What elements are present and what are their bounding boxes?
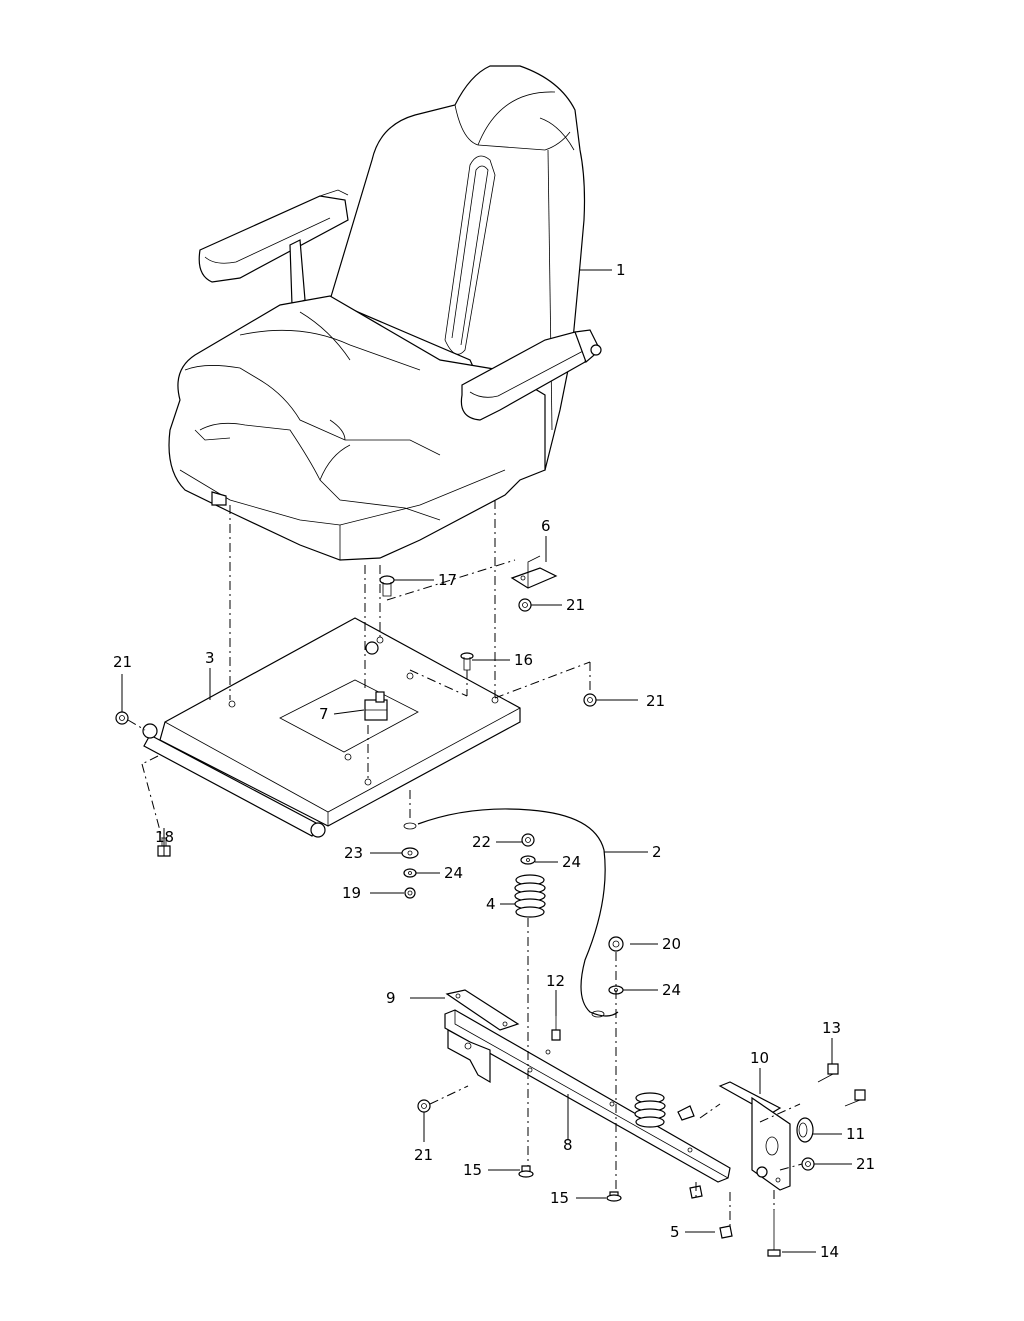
- callout-2: 2: [652, 843, 662, 861]
- callout-17: 17: [438, 571, 457, 589]
- bracket-10: [718, 1081, 791, 1191]
- callout-labels: 1 2 3 4 5 6 7 8 9 10 11 12 13 14 15 15 1…: [113, 261, 875, 1261]
- bracket-6: [510, 555, 558, 589]
- callout-11: 11: [846, 1125, 865, 1143]
- callout-24-right: 24: [662, 981, 681, 999]
- callout-9: 9: [386, 989, 396, 1007]
- callout-24-middle: 24: [562, 853, 581, 871]
- assembly-lines: [127, 500, 803, 1226]
- seat-pan: [142, 617, 521, 838]
- callout-1: 1: [616, 261, 626, 279]
- callout-21-frame: 21: [414, 1146, 433, 1164]
- callout-24-left: 24: [444, 864, 463, 882]
- callout-21-left: 21: [113, 653, 132, 671]
- callout-15-upper: 15: [463, 1161, 482, 1179]
- callout-22: 22: [472, 833, 491, 851]
- callout-21-bracket: 21: [566, 596, 585, 614]
- callout-3: 3: [205, 649, 215, 667]
- callout-15-lower: 15: [550, 1189, 569, 1207]
- callout-6: 6: [541, 517, 551, 535]
- fasteners-small: [115, 575, 624, 995]
- callout-4: 4: [486, 895, 496, 913]
- callout-18: 18: [155, 828, 174, 846]
- seat-assembly: [168, 65, 602, 561]
- seat-switch: [364, 691, 388, 721]
- callout-7: 7: [319, 705, 329, 723]
- bolts: [417, 1016, 866, 1257]
- callout-23: 23: [344, 844, 363, 862]
- callout-12: 12: [546, 972, 565, 990]
- callout-8: 8: [563, 1136, 573, 1154]
- callout-14: 14: [820, 1243, 839, 1261]
- cable-2: [403, 808, 619, 1018]
- spring-4: [514, 874, 546, 918]
- leader-lines: [121, 269, 852, 1253]
- knob-11: [796, 1117, 814, 1143]
- base-frame-8: [444, 1009, 733, 1239]
- callout-21-lower-right: 21: [856, 1155, 875, 1173]
- callout-13: 13: [822, 1019, 841, 1037]
- callout-10: 10: [750, 1049, 769, 1067]
- callout-5: 5: [670, 1223, 680, 1241]
- bracket-9: [445, 989, 520, 1031]
- callout-20: 20: [662, 935, 681, 953]
- callout-19: 19: [342, 884, 361, 902]
- callout-21-right: 21: [646, 692, 665, 710]
- callout-16: 16: [514, 651, 533, 669]
